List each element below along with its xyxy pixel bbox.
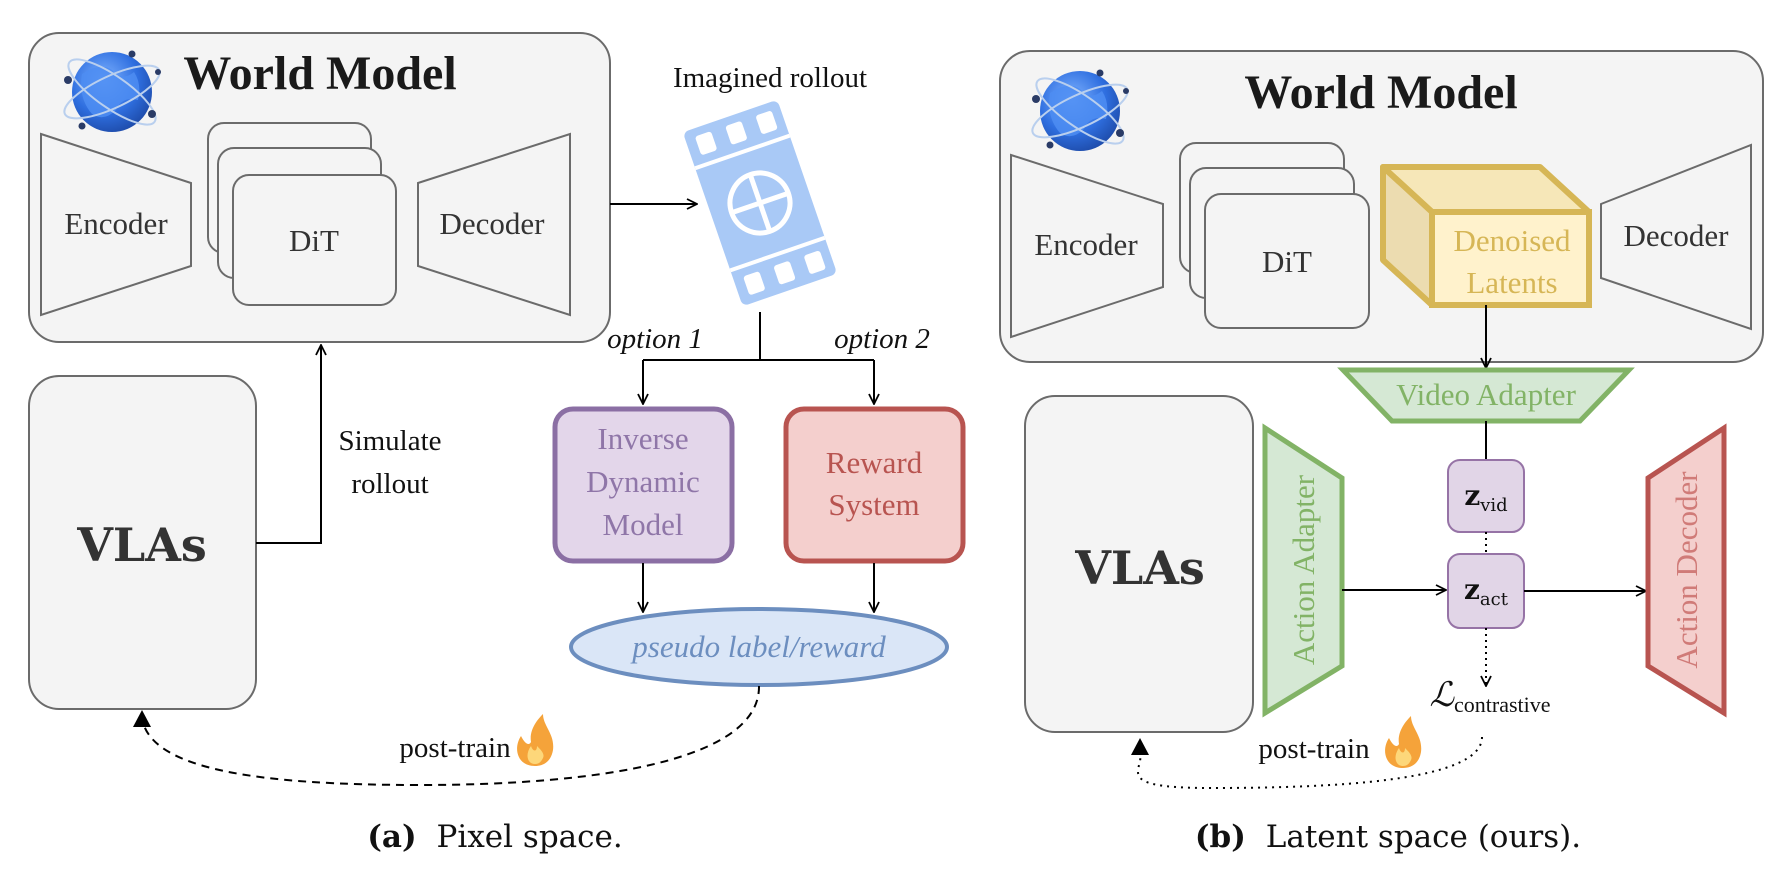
z-vid-base: z xyxy=(1464,479,1480,512)
simulate-line2: rollout xyxy=(351,468,428,500)
dit-box-right xyxy=(1204,193,1370,329)
dit-label-left: DiT xyxy=(289,223,339,258)
caption-a-text: Pixel space. xyxy=(437,819,623,855)
globe-icon xyxy=(63,50,161,132)
z-act-base: z xyxy=(1464,573,1480,606)
inverse-line3: Model xyxy=(603,507,684,542)
world-model-title-right: World Model xyxy=(1244,66,1517,119)
action-decoder-shape xyxy=(1645,423,1727,718)
globe-icon xyxy=(1031,69,1129,151)
z-act-label: zact xyxy=(1464,573,1509,610)
inverse-line2: Dynamic xyxy=(586,464,700,499)
vlas-box-right xyxy=(1024,395,1254,733)
dit-label-right: DiT xyxy=(1262,244,1312,279)
denoised-line1: Denoised xyxy=(1453,223,1571,258)
reward-line1: Reward xyxy=(826,445,923,480)
loss-symbol: ℒ xyxy=(1429,677,1455,714)
reward-line2: System xyxy=(828,487,919,522)
vlas-label-right: VLAs xyxy=(1074,541,1205,595)
encoder-label-right: Encoder xyxy=(1034,227,1138,262)
caption-b: (b) Latent space (ours). xyxy=(1195,819,1581,855)
post-train-path-right xyxy=(1136,736,1483,790)
post-train-label-left: post-train xyxy=(399,732,511,764)
denoised-line2: Latents xyxy=(1466,265,1557,300)
decoder-label-left: Decoder xyxy=(440,206,546,241)
decoder-label-right: Decoder xyxy=(1624,218,1730,253)
flame-icon xyxy=(1385,716,1422,768)
action-adapter-shape xyxy=(1262,423,1345,718)
imagined-rollout-label: Imagined rollout xyxy=(673,62,867,94)
world-model-title-left: World Model xyxy=(183,47,456,100)
latent-space-panel: World Model Encoder DiT Denoised Latents… xyxy=(999,50,1764,855)
z-vid-label: zvid xyxy=(1464,479,1507,516)
video-adapter-shape xyxy=(1337,367,1635,424)
z-act-sub: act xyxy=(1480,589,1509,610)
loss-sub: contrastive xyxy=(1454,692,1551,717)
decoder-shape-right xyxy=(1600,143,1752,331)
caption-b-label: (b) xyxy=(1195,819,1246,855)
action-adapter-label: Action Adapter xyxy=(1286,474,1321,665)
decoder-shape-left xyxy=(417,132,571,317)
pseudo-label-text: pseudo label/reward xyxy=(630,629,886,664)
caption-a-label: (a) xyxy=(367,819,416,855)
encoder-shape-right xyxy=(1010,153,1164,339)
post-train-label-right: post-train xyxy=(1258,733,1370,765)
z-vid-sub: vid xyxy=(1479,495,1507,516)
video-adapter-label: Video Adapter xyxy=(1396,377,1576,412)
vlas-label-left: VLAs xyxy=(76,518,207,572)
encoder-label-left: Encoder xyxy=(64,206,168,241)
contrastive-loss-label: ℒcontrastive xyxy=(1429,677,1550,717)
arrow-simulate-rollout xyxy=(256,345,321,544)
post-train-arrowhead-left xyxy=(133,710,151,727)
inverse-dynamic-model-box xyxy=(552,406,735,564)
simulate-line1: Simulate xyxy=(338,425,441,457)
action-decoder-label: Action Decoder xyxy=(1669,471,1704,669)
option2-label: option 2 xyxy=(834,323,930,355)
post-train-arrowhead-right xyxy=(1131,738,1149,755)
pixel-space-panel: World Model Encoder DiT Decoder Imagined… xyxy=(28,32,966,855)
pseudo-label-ellipse xyxy=(569,607,949,687)
inverse-line1: Inverse xyxy=(597,421,688,456)
denoised-latents-cube xyxy=(1380,164,1592,308)
option1-label: option 1 xyxy=(607,323,703,355)
caption-a: (a) Pixel space. xyxy=(367,819,622,855)
reward-system-box xyxy=(783,406,966,564)
encoder-shape-left xyxy=(40,132,192,317)
flame-icon xyxy=(517,714,554,766)
caption-b-text: Latent space (ours). xyxy=(1266,819,1581,855)
film-icon xyxy=(684,101,836,305)
dit-box-left xyxy=(232,174,397,306)
